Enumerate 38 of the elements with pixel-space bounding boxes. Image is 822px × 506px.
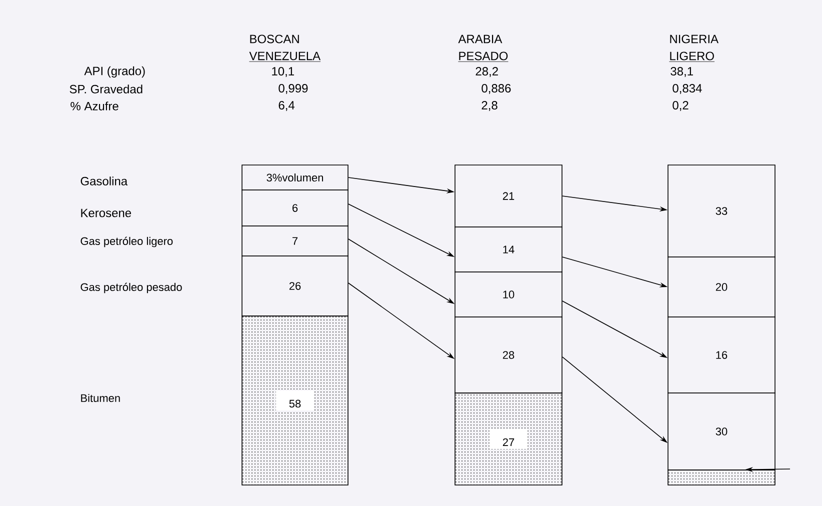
column-heading: PESADO (458, 52, 508, 62)
fraction-label: Gas petróleo pesado (80, 282, 182, 294)
property-value: 6,4 (278, 101, 295, 111)
property-value: 0,999 (278, 84, 308, 94)
column-heading: LIGERO (669, 52, 715, 62)
fraction-cell: 21 (454, 164, 562, 228)
fraction-label: Bitumen (81, 394, 120, 402)
column-heading: VENEZUELA (249, 52, 321, 62)
fraction-cell: 10 (454, 272, 562, 318)
property-value: 0,2 (672, 101, 688, 111)
column-heading: ARABIA (458, 34, 502, 44)
property-value: 38,1 (670, 67, 693, 77)
property-value: 0,886 (482, 84, 511, 94)
fraction-cell: 20 (668, 256, 776, 318)
property-label: % Azufre (70, 102, 118, 110)
fraction-cell: 7 (242, 226, 348, 256)
fraction-cell: 3%volumen (242, 164, 348, 190)
fraction-cell: 14 (454, 226, 562, 272)
property-value: 0,834 (672, 84, 702, 94)
column-heading: BOSCAN (250, 34, 299, 44)
fraction-cell: 26 (242, 256, 348, 316)
property-value: 10,1 (272, 67, 294, 77)
fraction-cell: 6 (242, 190, 348, 226)
fraction-cell: 33 (668, 164, 776, 258)
fraction-label: Gasolina (80, 176, 128, 186)
bitumen-cell (668, 470, 776, 486)
property-value: 28,2 (476, 67, 498, 77)
property-value: 2,8 (482, 101, 498, 111)
column-heading: NIGERIA (670, 34, 719, 44)
fraction-label: Kerosene (81, 208, 132, 218)
bitumen-cell: 27 (454, 392, 562, 486)
fraction-label: Gas petróleo ligero (80, 236, 173, 248)
fraction-cell: 28 (454, 316, 562, 394)
fraction-cell: 30 (668, 392, 776, 470)
property-label: API (grado) (84, 66, 145, 78)
fraction-cell: 16 (668, 316, 776, 394)
bitumen-cell: 58 (242, 316, 348, 486)
property-label: SP. Gravedad (70, 84, 142, 94)
